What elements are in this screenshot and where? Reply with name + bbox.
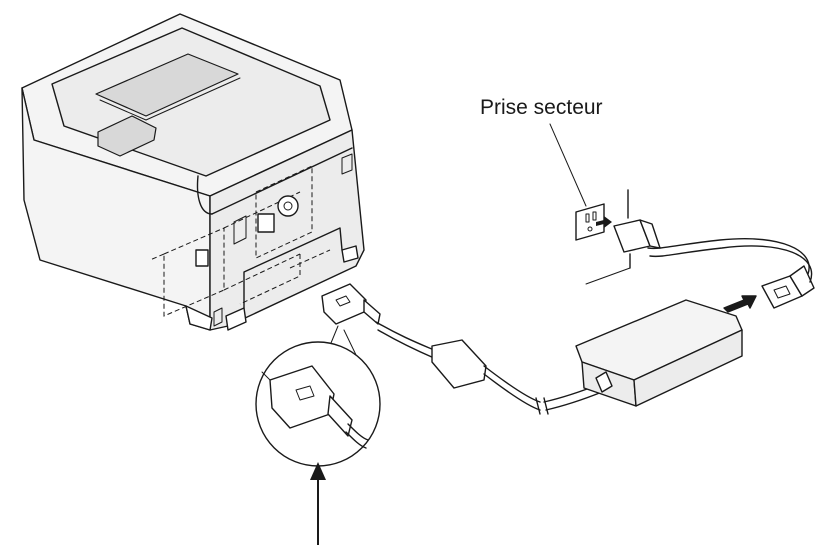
iec-insert-arrow bbox=[723, 295, 757, 313]
printer-power-socket bbox=[257, 213, 275, 233]
printer-illustration bbox=[21, 13, 365, 331]
orientation-arrow bbox=[310, 462, 326, 545]
printer-tear-bar bbox=[97, 115, 157, 157]
dc-cable bbox=[321, 283, 603, 415]
outlet-leader-line bbox=[549, 123, 587, 207]
plug-detail-callout bbox=[255, 325, 381, 467]
ac-adapter bbox=[575, 299, 743, 407]
wall-outlet bbox=[575, 203, 612, 241]
printer-dc-jack bbox=[277, 195, 299, 217]
plug-insert-arrow bbox=[596, 216, 612, 228]
outlet-label: Prise secteur bbox=[480, 96, 603, 119]
printer-paper-slot bbox=[95, 53, 239, 117]
ferrite-core bbox=[431, 339, 487, 389]
ac-power-cord bbox=[585, 189, 815, 313]
connector-panel-outline bbox=[255, 165, 313, 259]
